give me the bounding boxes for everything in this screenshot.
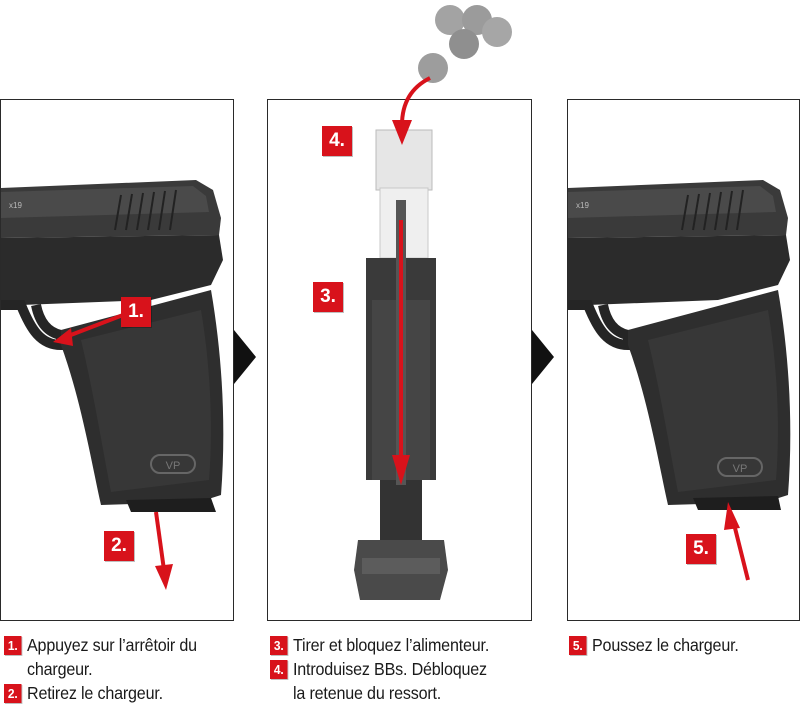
vp-marking-insert: VP [733,463,748,475]
load-arrow [392,76,431,145]
caption-block-2: 3. Tirer et bloquez l’alimenteur. 4. Int… [270,633,489,705]
caption-badge-5: 5. [569,636,587,655]
caption-step-5: Poussez le chargeur. [592,635,739,655]
caption-badge-3: 3. [270,636,288,655]
caption-step-4-line1: Introduisez BBs. Débloquez [293,659,487,679]
step-badge-3: 3. [313,282,343,312]
caption-block-1: 1. Appuyez sur l’arrêtoir du chargeur. 2… [4,633,197,705]
arrow-divider-2 [532,330,554,384]
panel-insert-magazine: x19 VP 5. [567,99,800,621]
caption-badge-2: 2. [4,684,22,703]
step-badge-2: 2. [104,531,134,561]
caption-step-1-line2: chargeur. [27,659,93,679]
caption-step-1-line1: Appuyez sur l’arrêtoir du [27,635,197,655]
arrow-divider-1 [234,330,256,384]
step-badge-1: 1. [121,297,151,327]
pistol-illustration: x19 VP [1,180,224,590]
step-badge-4: 4. [322,126,352,156]
caption-step-3: Tirer et bloquez l’alimenteur. [293,635,490,655]
caption-step-2: Retirez le chargeur. [27,683,163,703]
panel-remove-magazine: x19 VP 1. 2. [0,99,234,621]
caption-step-4-line2: la retenue du ressort. [293,683,442,703]
magazine-illustration [354,129,448,600]
panel-load-magazine: 4. 3. [267,99,532,621]
step-badge-5: 5. [686,534,716,564]
pistol-illustration-insert: x19 VP [568,180,791,581]
svg-text:x19: x19 [9,201,22,210]
bb-pellets-illustration [418,5,512,83]
caption-badge-4: 4. [270,660,288,679]
vp-marking: VP [166,460,181,472]
svg-text:x19: x19 [576,201,589,210]
caption-badge-1: 1. [4,636,22,655]
caption-block-3: 5. Poussez le chargeur. [569,633,739,657]
